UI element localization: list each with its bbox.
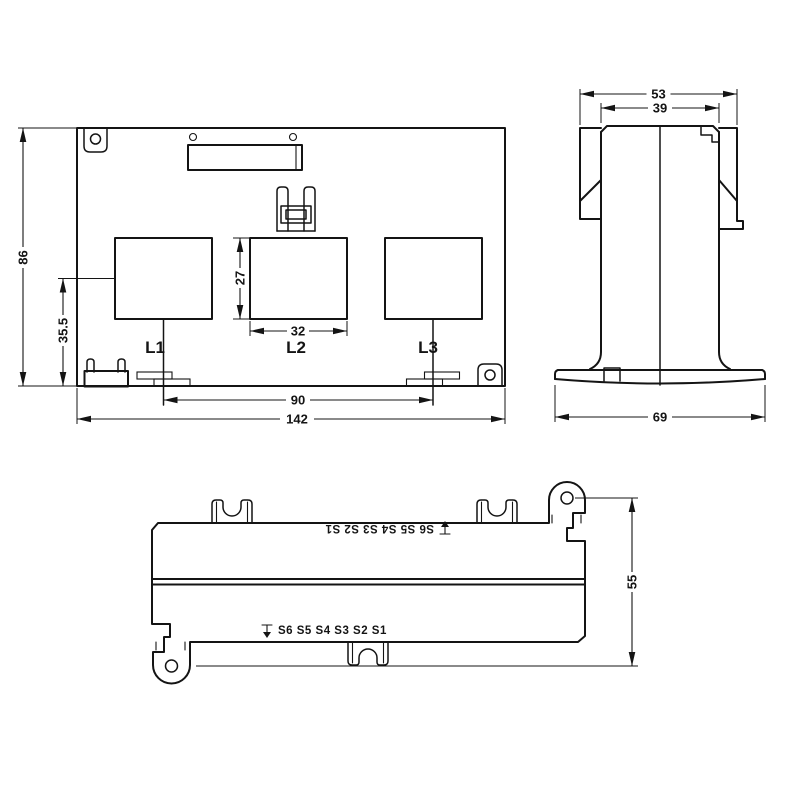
side-flange-right — [718, 127, 744, 230]
side-dimensions: 53 39 69 — [554, 87, 766, 425]
dim-base-width-69: 69 — [653, 410, 667, 425]
side-top-step — [700, 125, 720, 143]
label-l1: L1 — [145, 338, 165, 357]
dim-hole-spacing-55: 55 — [625, 575, 640, 589]
dim-window-height-27: 27 — [233, 271, 248, 285]
terminal-clip-top-2 — [476, 499, 518, 524]
mounting-hole — [560, 491, 574, 505]
pin-hole — [288, 132, 298, 142]
ear-base-ticks — [155, 514, 582, 651]
side-left-edge — [589, 131, 602, 370]
mounting-hole — [89, 133, 102, 145]
window-l1 — [114, 237, 213, 320]
label-l2: L2 — [286, 338, 306, 357]
bottom-dimensions: 55 — [196, 497, 640, 667]
rail-clip — [83, 358, 129, 388]
center-clip — [276, 186, 316, 232]
window-l2 — [249, 237, 348, 320]
pin-hole — [188, 132, 198, 142]
side-right-edge — [718, 131, 731, 370]
dim-height-86: 86 — [16, 250, 31, 264]
terminal-clip-bottom — [347, 641, 389, 666]
bottom-view: S6 S5 S4 S3 S2 S1 S6 S5 S4 S3 S2 S1 55 — [151, 481, 640, 685]
dim-offset-35-5: 35.5 — [56, 318, 71, 343]
front-body-outline — [76, 127, 506, 387]
dim-spacing-90: 90 — [291, 393, 305, 408]
terminal-labels-bottom: S6 S5 S4 S3 S2 S1 — [278, 625, 387, 637]
terminal-row-bottom: S6 S5 S4 S3 S2 S1 — [261, 624, 387, 638]
front-dimensions: 86 35.5 27 32 90 142 — [15, 127, 506, 427]
terminal-clip-top-1 — [211, 499, 253, 524]
dim-top-width-53: 53 — [651, 87, 665, 102]
mounting-ear-top-left — [83, 128, 108, 153]
window-l3 — [384, 237, 483, 320]
mounting-ear-bottom-right — [477, 363, 503, 386]
side-flange-left — [579, 127, 602, 220]
terminal-row-top: S6 S5 S4 S3 S2 S1 — [325, 521, 451, 535]
ground-symbol-icon — [261, 624, 273, 638]
side-base — [554, 367, 766, 385]
mounting-hole — [164, 659, 179, 673]
foot-tab-l3 — [405, 371, 461, 387]
mounting-hole — [484, 369, 496, 381]
front-view: L1 L2 L3 86 35.5 — [15, 127, 506, 427]
label-l3: L3 — [418, 338, 438, 357]
dim-window-width-32: 32 — [291, 324, 305, 339]
dim-body-width-39: 39 — [653, 101, 667, 116]
ground-symbol-icon — [439, 521, 451, 535]
label-slot — [187, 144, 303, 171]
dim-width-142: 142 — [286, 412, 308, 427]
side-view: 53 39 69 — [554, 87, 766, 425]
terminal-labels-top: S6 S5 S4 S3 S2 S1 — [325, 522, 434, 534]
base-step — [603, 367, 621, 382]
foot-tab-l1 — [136, 371, 191, 387]
